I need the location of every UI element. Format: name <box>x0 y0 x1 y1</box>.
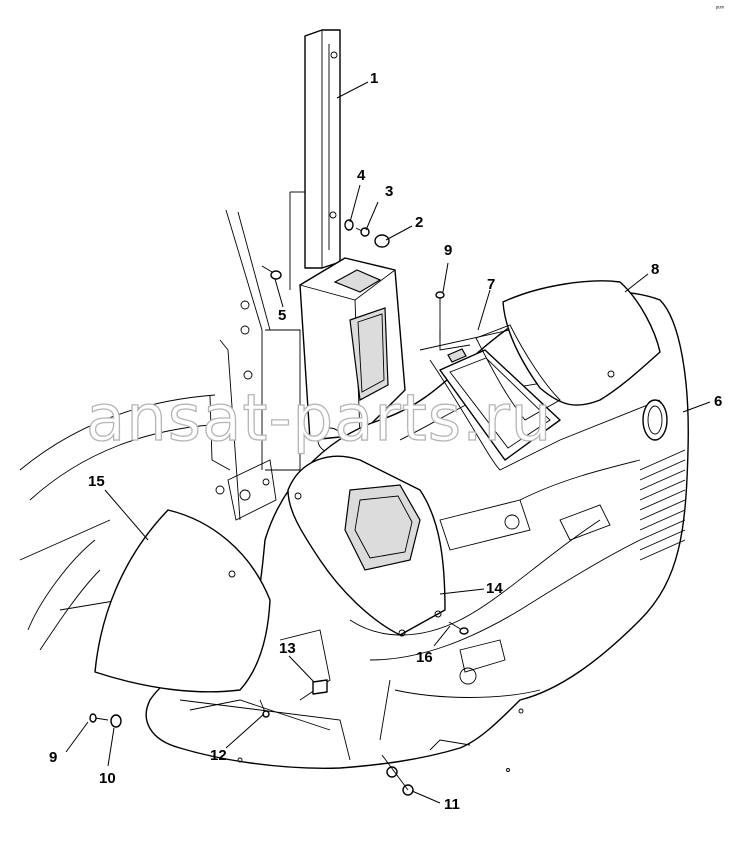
watermark: ansat-parts.ru <box>86 382 552 456</box>
callout-14: 14 <box>486 580 503 597</box>
part-16-screw <box>448 621 469 635</box>
part-10-washer <box>110 714 122 728</box>
callout-12: 12 <box>210 747 227 764</box>
callout-9-bottom: 9 <box>49 749 57 766</box>
leader-lines <box>65 81 711 804</box>
rail-fasteners <box>344 219 390 248</box>
part-1-rail <box>289 29 341 290</box>
part-13-clip <box>312 679 328 695</box>
callout-5: 5 <box>278 307 286 324</box>
part-8-lid <box>475 280 661 421</box>
callout-1: 1 <box>370 70 378 87</box>
callout-15: 15 <box>88 473 105 490</box>
part-9-screws <box>89 291 445 723</box>
callout-13: 13 <box>279 640 296 657</box>
callout-9-top: 9 <box>444 242 452 259</box>
corner-mark: ᵖᵘᵐ <box>716 6 725 12</box>
callout-8: 8 <box>651 261 659 278</box>
cab-frame-left <box>19 209 301 651</box>
callout-4: 4 <box>357 167 366 184</box>
callout-7: 7 <box>487 276 495 293</box>
callout-11: 11 <box>444 796 460 813</box>
callout-16: 16 <box>416 649 433 666</box>
console-tower <box>299 257 406 453</box>
part-11-nut <box>381 754 414 796</box>
part-14-cover <box>287 455 446 637</box>
callout-6: 6 <box>714 393 722 410</box>
callout-2: 2 <box>415 214 423 231</box>
part-7-tray <box>439 348 561 461</box>
part-15-shield <box>94 509 271 693</box>
callout-10: 10 <box>99 770 116 787</box>
part-5-bolt <box>261 265 282 280</box>
callout-3: 3 <box>385 183 393 200</box>
callout-labels: 1 2 3 4 5 6 7 8 9 9 10 11 12 13 14 15 16 <box>49 70 722 813</box>
part-12-screw <box>259 699 270 718</box>
